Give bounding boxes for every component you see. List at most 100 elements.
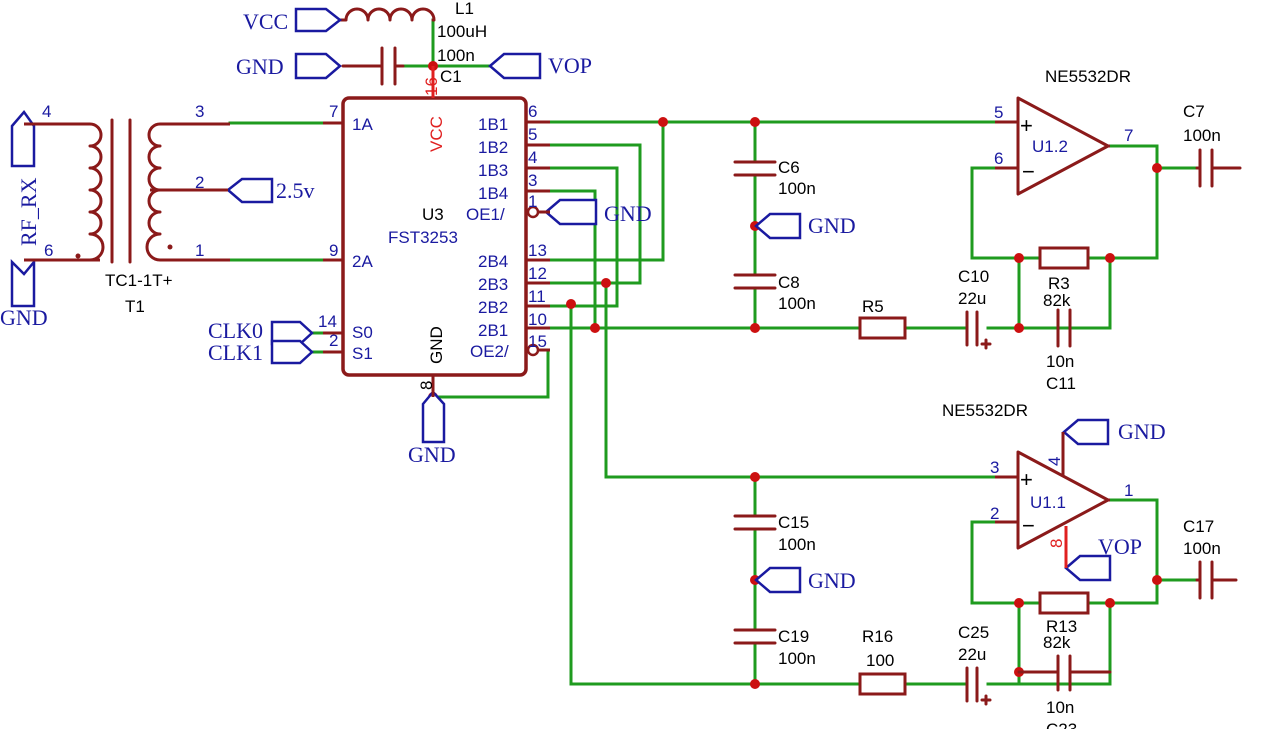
u3-pin-7: 7 [329, 102, 338, 121]
r5-ref: R5 [862, 297, 884, 316]
gnd-port-oe1-icon [544, 198, 598, 226]
u3-pin-12: 12 [528, 264, 547, 283]
r16-value: 100 [866, 651, 894, 670]
u11-pin-2: 2 [990, 504, 999, 523]
u3-pin-1: 1 [528, 192, 537, 211]
u3-pin-1b2: 1B2 [478, 138, 508, 157]
gnd-port-c15-icon [754, 566, 802, 594]
u3-pin-1b3: 1B3 [478, 161, 508, 180]
c19-ref: C19 [778, 627, 809, 646]
r13-value: 82k [1043, 633, 1071, 652]
bottom-filter: C15 100n C19 100n R16 100 C25 22u R13 82… [733, 513, 1238, 729]
u3-pin-6: 6 [528, 102, 537, 121]
r3-ref: R3 [1048, 274, 1070, 293]
capacitor-c1: 100n C1 [341, 46, 475, 86]
t1-ref: T1 [125, 297, 145, 316]
u3-pin-2b3: 2B3 [478, 275, 508, 294]
u11-pin-1: 1 [1124, 481, 1133, 500]
u11-pin-3: 3 [990, 458, 999, 477]
u3-gnd-label: GND [427, 326, 446, 364]
u3-pin-2a: 2A [352, 252, 373, 271]
gnd-label-u11: GND [1118, 419, 1166, 444]
t1-pin-3: 3 [195, 102, 204, 121]
inductor-l1: L1 100uH [338, 0, 487, 41]
c11-ref: C11 [1046, 374, 1076, 393]
u3-pin-2b4: 2B4 [478, 252, 508, 271]
clk1-label: CLK1 [208, 340, 263, 365]
c23-value: 10n [1046, 698, 1074, 717]
u3-pin-2: 2 [329, 331, 338, 350]
u3-pin-oe2: OE2/ [470, 342, 509, 361]
top-filter: C6 100n C8 100n R5 C10 22u R3 82k 10n C1… [733, 102, 1242, 393]
t1-pin-2: 2 [195, 173, 204, 192]
u12-ref: U1.2 [1032, 137, 1068, 156]
u3-pin-11: 11 [528, 287, 546, 306]
gnd-port-u3-icon [421, 390, 446, 444]
t1-part: TC1-1T+ [105, 271, 173, 290]
vop-label-u11: VOP [1098, 534, 1142, 559]
u3-pin-13: 13 [528, 241, 547, 260]
c7-ref: C7 [1183, 102, 1205, 121]
gnd-label-c1: GND [236, 54, 284, 79]
u3-pin-4: 4 [528, 148, 537, 167]
u11-minus-sign: − [1022, 513, 1035, 538]
u3-pin-14: 14 [318, 312, 337, 331]
mux-u3: 1A 7 2A 9 S0 14 S1 2 1B1 6 1B2 5 1B3 4 1… [318, 66, 550, 397]
c17-value: 100n [1183, 539, 1221, 558]
u12-pin-5: 5 [994, 103, 1003, 122]
u3-pin-5: 5 [528, 125, 537, 144]
c25-ref: C25 [958, 623, 989, 642]
u3-pin-s0: S0 [352, 323, 373, 342]
c6-value: 100n [778, 179, 816, 198]
gnd-label-u3: GND [408, 442, 456, 467]
u3-pin-oe1: OE1/ [466, 205, 505, 224]
u3-pin-2b1: 2B1 [478, 321, 508, 340]
c23-ref: C23 [1046, 720, 1077, 729]
u3-pin-3: 3 [528, 171, 537, 190]
u3-pin-2b2: 2B2 [478, 298, 508, 317]
gnd-port-u11-icon [1062, 418, 1110, 446]
gnd-port-c6-icon [754, 212, 802, 240]
gnd-port-icon [294, 52, 342, 80]
u3-pin-15: 15 [528, 332, 547, 351]
vcc-port-icon [294, 7, 343, 33]
u3-gnd-pin: 8 [417, 381, 436, 390]
u3-pin-9: 9 [329, 241, 338, 260]
c6-ref: C6 [778, 158, 800, 177]
c11-value: 10n [1046, 352, 1074, 371]
c10-value: 22u [958, 289, 986, 308]
u12-pin-6: 6 [994, 149, 1003, 168]
u11-part: NE5532DR [942, 401, 1028, 420]
c8-ref: C8 [778, 273, 800, 292]
c25-value: 22u [958, 645, 986, 664]
t1-pin-4: 4 [42, 102, 51, 121]
gnd-label-c6: GND [808, 213, 856, 238]
u12-part: NE5532DR [1045, 67, 1131, 86]
c10-ref: C10 [958, 267, 989, 286]
transformer-t1: 4 6 3 2 1 TC1-1T+ T1 [24, 102, 230, 316]
l1-value: 100uH [437, 22, 487, 41]
c15-value: 100n [778, 535, 816, 554]
u12-pin-7: 7 [1124, 126, 1133, 145]
u3-vcc-pin: 16 [422, 77, 441, 96]
v25-port-icon [226, 177, 274, 204]
u3-vcc-label: VCC [427, 116, 446, 152]
opamp-u1-1: + − U1.1 NE5532DR 3 2 1 4 8 [942, 401, 1133, 568]
u11-pin-8: 8 [1047, 539, 1066, 548]
rf-rx-port-icon [10, 109, 36, 168]
u3-pin-1b4: 1B4 [478, 184, 508, 203]
clk1-port-icon [270, 339, 314, 365]
u3-part: FST3253 [388, 228, 458, 247]
r3-value: 82k [1043, 291, 1071, 310]
u3-pin-1b1: 1B1 [478, 115, 508, 134]
opamp-u1-2: + − U1.2 NE5532DR 5 6 7 [994, 67, 1133, 196]
u11-plus-sign: + [1020, 467, 1033, 492]
u12-minus-sign: − [1022, 159, 1035, 184]
u3-pin-1a: 1A [352, 115, 373, 134]
u3-pin-s1: S1 [352, 344, 373, 363]
vcc-label: VCC [243, 9, 288, 34]
r16-ref: R16 [862, 627, 893, 646]
u11-ref: U1.1 [1030, 493, 1066, 512]
u12-plus-sign: + [1020, 113, 1033, 138]
